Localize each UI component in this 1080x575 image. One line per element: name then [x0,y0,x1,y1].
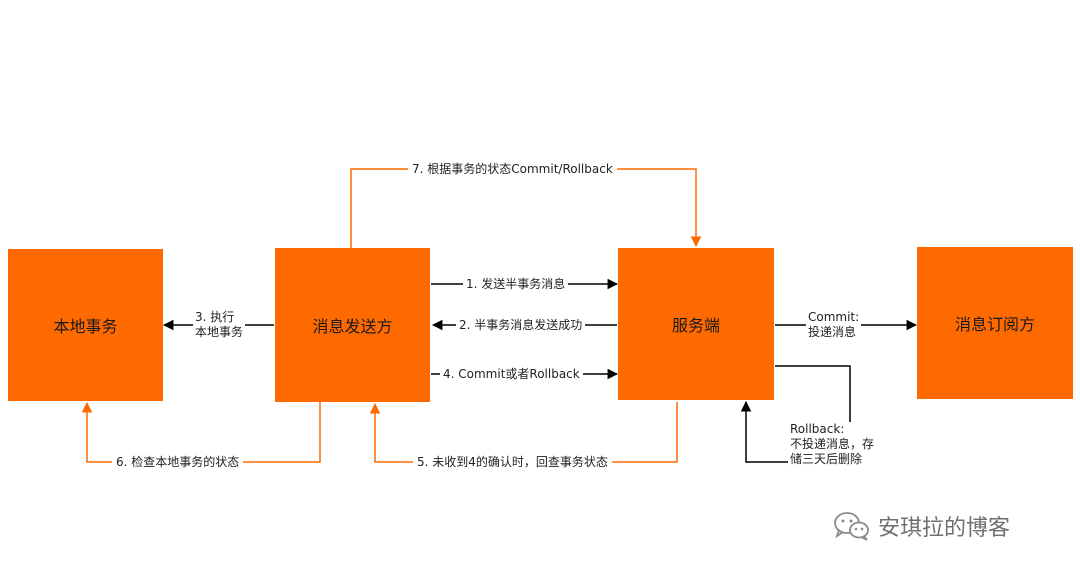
edge-rollback-label: Rollback: 不投递消息，存 储三天后删除 [788,422,877,467]
node-local-transaction: 本地事务 [8,249,163,401]
edge-3-label: 3. 执行 本地事务 [193,310,246,340]
node-label: 消息发送方 [312,317,393,336]
edge-3-label-line2: 本地事务 [195,325,244,339]
watermark: 安琪拉的博客 [832,510,1010,542]
node-server: 服务端 [618,248,774,400]
edge-5-arrow [369,402,678,463]
node-message-subscriber: 消息订阅方 [917,247,1073,399]
edge-commit-label-line2: 投递消息 [808,325,857,339]
edge-7-arrow [350,168,702,248]
edge-1-label: 1. 发送半事务消息 [463,277,569,292]
edge-6-label: 6. 检查本地事务的状态 [112,455,244,470]
edge-7-label: 7. 根据事务的状态Commit/Rollback [408,162,617,177]
edge-2-label: 2. 半事务消息发送成功 [456,318,586,333]
wechat-icon [834,512,869,541]
edge-rollback-label-line3: 储三天后删除 [790,452,863,466]
node-label: 本地事务 [53,317,118,336]
node-label: 服务端 [671,316,720,335]
edge-5-label: 5. 未收到4的确认时，回查事务状态 [413,455,612,470]
edge-4-label: 4. Commit或者Rollback [440,367,583,382]
edge-rollback-label-line2: 不投递消息，存 [790,437,875,451]
edge-rollback-label-line1: Rollback: [790,422,845,436]
node-label: 消息订阅方 [954,315,1035,334]
edge-6-arrow [81,401,321,463]
edge-commit-label-line1: Commit: [808,310,860,324]
edge-commit-label: Commit: 投递消息 [806,310,862,340]
edge-3-label-line1: 3. 执行 [195,310,235,324]
node-message-producer: 消息发送方 [275,248,430,402]
watermark-text: 安琪拉的博客 [878,516,1011,541]
